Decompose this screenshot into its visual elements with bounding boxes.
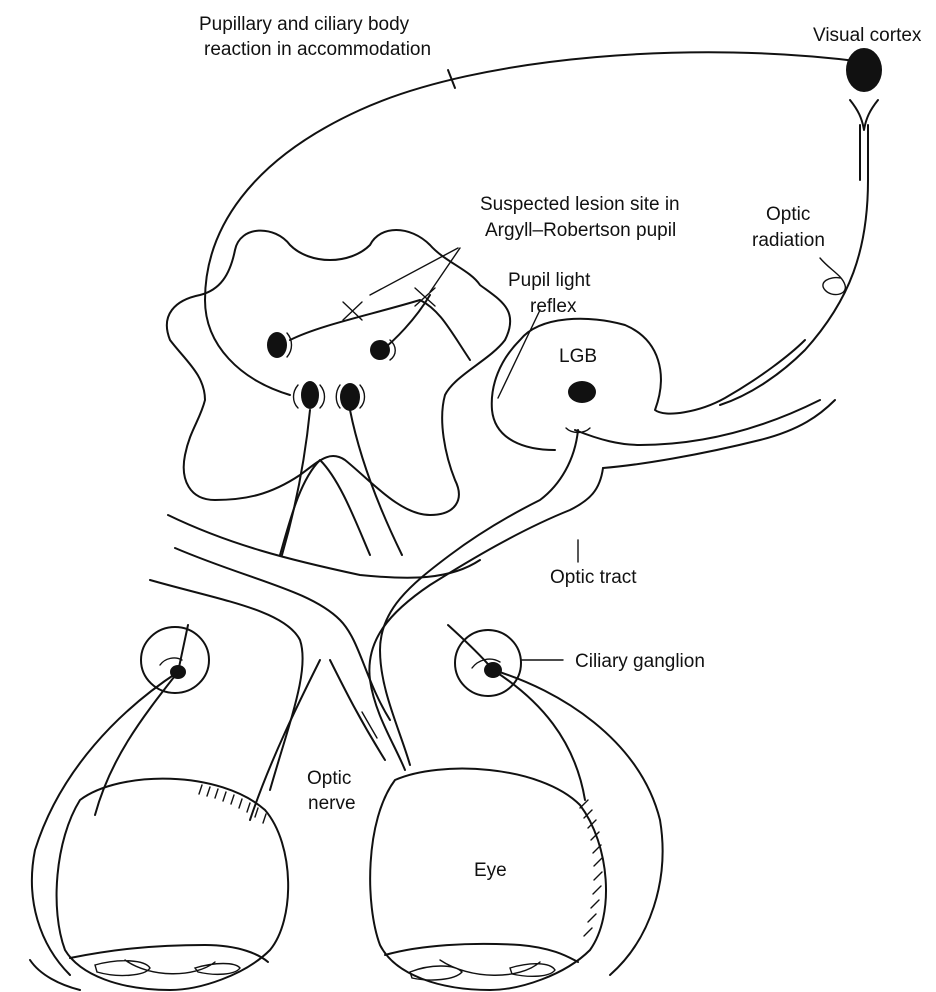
visual-cortex-marker [846,48,882,92]
label-optic-nerve-line1: Optic [307,768,351,789]
label-optic-radiation-line1: Optic [766,204,810,225]
ciliary-fiber-right-out [493,670,663,975]
label-accommodation-line2: reaction in accommodation [204,39,431,60]
ciliary-fiber-left-out [32,672,178,975]
cortex-radiation-path [720,125,868,405]
eye-right-lower [385,944,578,962]
eye-right-lens [410,960,555,980]
label-lesion-line1: Suspected lesion site in [480,194,680,215]
ciliary-fiber-left-eye [95,672,178,815]
label-optic-radiation-line2: radiation [752,230,825,251]
label-optic-tract: Optic tract [550,567,637,588]
pretectal-nucleus-right [370,340,390,360]
lgb-nucleus [568,381,596,403]
optic-nerve-left-outer [150,580,303,790]
pupil-reflex-callout [498,310,540,398]
label-ciliary-ganglion: Ciliary ganglion [575,651,705,672]
optic-tract-front [369,468,603,770]
lesion-x-left [343,302,362,320]
ciliary-ganglion-left [141,627,209,693]
optic-tract-back [380,430,578,765]
optic-radiation-loop [820,258,845,295]
pretectal-nucleus-left [267,332,287,358]
edinger-westphal-right [340,383,360,411]
lgb-inner [575,400,820,445]
label-lgb: LGB [559,346,597,367]
ew-fiber-right [350,410,402,555]
eye-left-lens [95,960,240,975]
label-pupil-reflex-line2: reflex [530,296,577,317]
edinger-westphal-left [301,381,319,409]
label-accommodation-line1: Pupillary and ciliary body [199,14,410,35]
label-pupil-reflex-line1: Pupil light [508,270,591,291]
cortex-fork [850,100,878,130]
ciliary-fiber-left-in [178,625,188,672]
eye-right-hatch [580,800,602,936]
label-lesion-line2: Argyll–Robertson pupil [485,220,676,241]
optic-nerve-midline [330,660,385,760]
label-visual-cortex: Visual cortex [813,25,922,46]
label-optic-nerve-line2: nerve [308,793,356,814]
label-eye: Eye [474,860,507,881]
midbrain-outline [167,230,510,515]
lgb-outline [492,319,805,450]
